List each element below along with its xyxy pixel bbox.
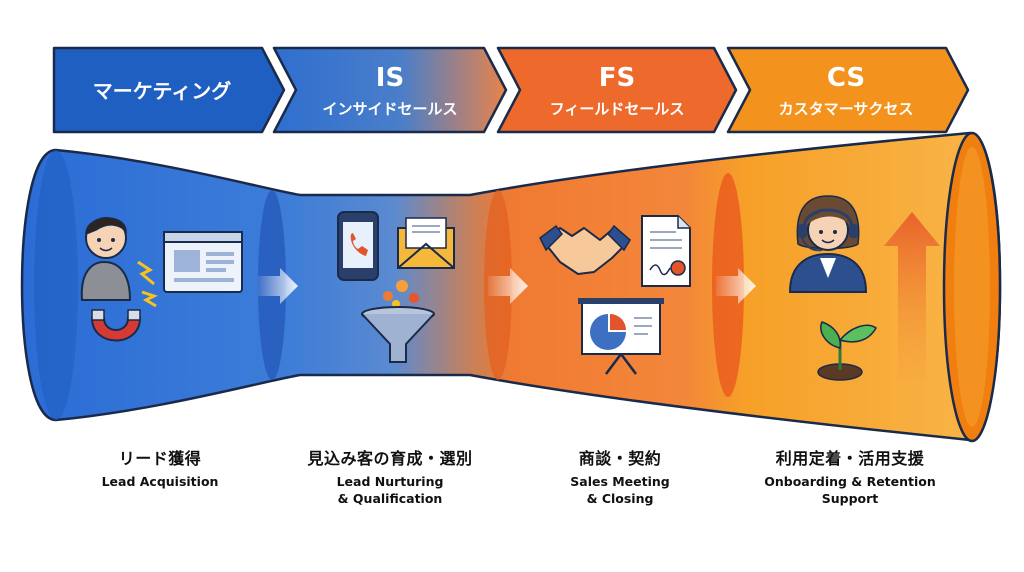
stage-title-en-line2: Support [821,491,879,506]
funnel-left-opening [34,150,78,420]
stage-title-jp: 見込み客の育成・選別 [307,449,473,468]
growth-up-arrow-icon [884,212,940,380]
stage-title-en-line2: & Closing [586,491,654,506]
stage-title-en: Lead Nurturing & Qualification [280,473,500,507]
chevron-fs-title: FS [599,63,636,93]
stage-title-en-line1: Onboarding & Retention [764,474,936,489]
chevron-is: IS インサイドセールス [272,46,508,134]
stage-title-en: Lead Acquisition [50,473,270,490]
envelope-icon [397,217,455,269]
stage-title-en: Onboarding & Retention Support [740,473,960,507]
flow-arrow-2 [488,268,528,304]
contract-document-icon [641,215,691,287]
chevron-fs-subtitle: フィールドセールス [550,100,685,118]
stage-title-en-line1: Lead Nurturing [336,474,444,489]
stage-title-en-line1: Sales Meeting [570,474,670,489]
sprout-plant-icon [817,321,877,381]
stage-title-en-line1: Lead Acquisition [101,474,219,489]
flow-arrow-3 [716,268,756,304]
funnel-filter-icon [361,280,435,363]
chevron-cs: CS カスタマーサクセス [726,46,970,134]
chevron-fs: FS フィールドセールス [496,46,738,134]
handshake-icon [539,224,631,275]
stage-title-en: Sales Meeting & Closing [510,473,730,507]
stage-title-jp: リード獲得 [118,449,202,468]
stage-title-jp: 商談・契約 [578,449,662,468]
chevron-cs-subtitle: カスタマーサクセス [779,100,914,118]
chevron-marketing-title: マーケティング [93,79,231,103]
stage-title-jp: 利用定着・活用支援 [775,449,925,468]
presentation-board-icon [578,298,664,375]
stage-title-en-line2: & Qualification [337,491,443,506]
chevron-is-title: IS [376,63,404,93]
stage-lead-acquisition: リード獲得 Lead Acquisition [50,445,270,490]
support-agent-icon [788,195,868,293]
stage-sales-meeting: 商談・契約 Sales Meeting & Closing [510,445,730,507]
stage-lead-nurturing: 見込み客の育成・選別 Lead Nurturing & Qualificatio… [280,445,500,507]
flow-arrow-1 [258,268,298,304]
phone-icon [337,211,379,281]
stage-onboarding-retention: 利用定着・活用支援 Onboarding & Retention Support [740,445,960,507]
chevron-marketing: マーケティング [52,46,286,134]
person-magnet-icon [80,217,158,342]
chevron-is-subtitle: インサイドセールス [322,100,457,118]
chevron-cs-title: CS [827,63,865,93]
browser-window-icon [163,231,243,293]
